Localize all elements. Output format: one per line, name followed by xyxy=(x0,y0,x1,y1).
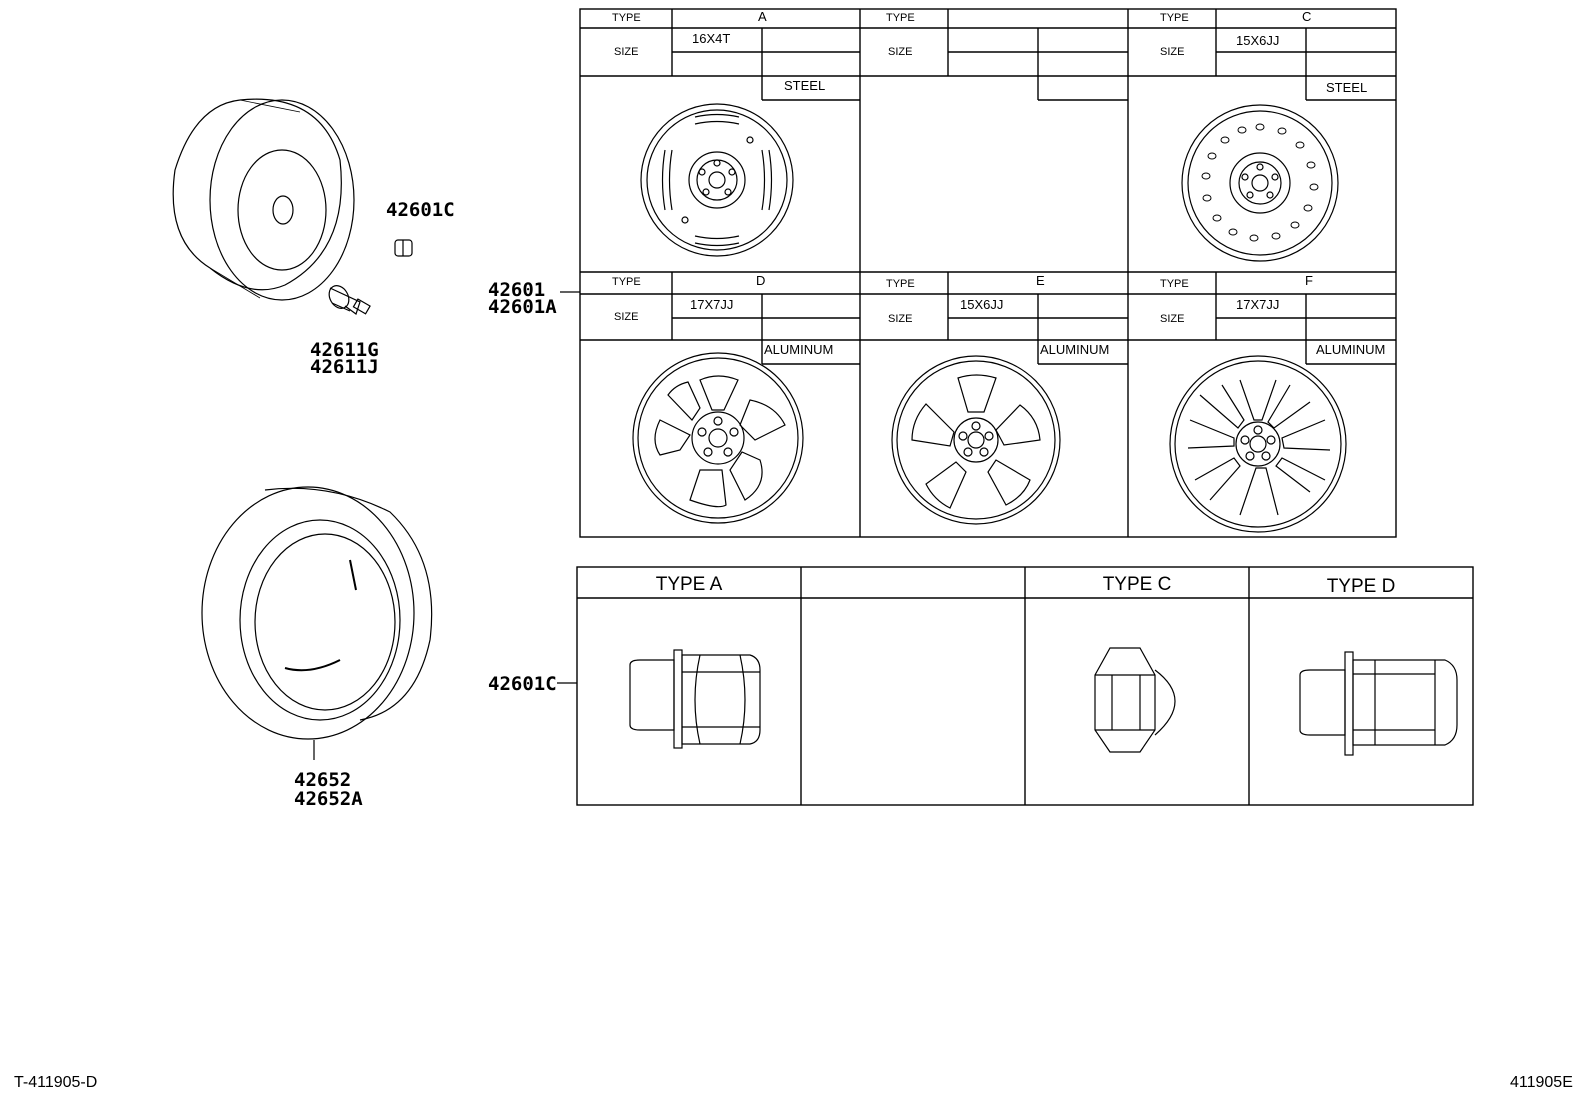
wheel-a-material: STEEL xyxy=(784,78,826,93)
callout-wheel-1: 42601 xyxy=(488,279,546,301)
wheel-f-type-label: TYPE xyxy=(1160,278,1189,290)
wheel-d-material: ALUMINUM xyxy=(764,342,834,357)
wheel-d-type-label: TYPE xyxy=(612,276,641,288)
wheel-type-c-steel xyxy=(1181,104,1339,262)
wheel-c-size: 15X6JJ xyxy=(1236,33,1280,48)
footer-left-code: T-411905-D xyxy=(14,1074,98,1091)
nut-header-type-a: TYPE A xyxy=(655,574,723,595)
wheel-e-type: E xyxy=(1036,273,1045,288)
wheel-a-size: 16X4T xyxy=(692,31,731,46)
nut-type-a xyxy=(629,649,761,749)
wheel-f-size: 17X7JJ xyxy=(1236,297,1280,312)
callout-wheel-2: 42601A xyxy=(488,296,557,318)
wheel-e-material: ALUMINUM xyxy=(1040,342,1110,357)
callout-valve-2: 42611J xyxy=(310,356,379,378)
tire-drawing xyxy=(201,486,433,740)
wheel-d-type: D xyxy=(756,273,766,288)
wheel-e-size: 15X6JJ xyxy=(960,297,1004,312)
wheel-type-d-aluminum xyxy=(632,352,804,524)
nut-type-c xyxy=(1094,647,1176,753)
spare-wheel-drawing xyxy=(172,98,355,301)
callout-42601c-table: 42601C xyxy=(488,673,557,695)
wheel-b-size-label: SIZE xyxy=(888,46,913,58)
wheel-type-a-steel xyxy=(640,103,794,257)
wheel-type-e-aluminum xyxy=(891,355,1061,525)
wheel-d-size: 17X7JJ xyxy=(690,297,734,312)
wheel-b-type-label: TYPE xyxy=(886,12,915,24)
wheel-f-material: ALUMINUM xyxy=(1316,342,1386,357)
lug-nut-small xyxy=(394,239,413,257)
wheel-c-size-label: SIZE xyxy=(1160,46,1185,58)
valve-stem-drawing xyxy=(328,285,371,315)
wheel-a-type: A xyxy=(758,9,767,24)
wheel-a-type-label: TYPE xyxy=(612,12,641,24)
footer-right-code: 411905E xyxy=(1510,1074,1573,1091)
wheel-type-f-aluminum xyxy=(1169,355,1347,533)
callout-tire-2: 42652A xyxy=(294,788,363,810)
wheel-c-type: C xyxy=(1302,9,1312,24)
wheel-f-size-label: SIZE xyxy=(1160,313,1185,325)
nut-header-type-c: TYPE C xyxy=(1102,574,1172,595)
wheel-f-type: F xyxy=(1305,273,1313,288)
wheel-a-size-label: SIZE xyxy=(614,46,639,58)
wheel-e-size-label: SIZE xyxy=(888,313,913,325)
wheel-table-grid xyxy=(579,8,1397,538)
nut-table-grid xyxy=(576,566,1474,806)
wheel-e-type-label: TYPE xyxy=(886,278,915,290)
wheel-c-type-label: TYPE xyxy=(1160,12,1189,24)
nut-header-type-d: TYPE D xyxy=(1326,576,1396,597)
wheel-d-size-label: SIZE xyxy=(614,311,639,323)
nut-type-d xyxy=(1299,651,1458,756)
callout-42601c-top: 42601C xyxy=(386,199,455,221)
wheel-c-material: STEEL xyxy=(1326,80,1368,95)
callout-tire-1: 42652 xyxy=(294,769,352,791)
callout-valve-1: 42611G xyxy=(310,339,379,361)
